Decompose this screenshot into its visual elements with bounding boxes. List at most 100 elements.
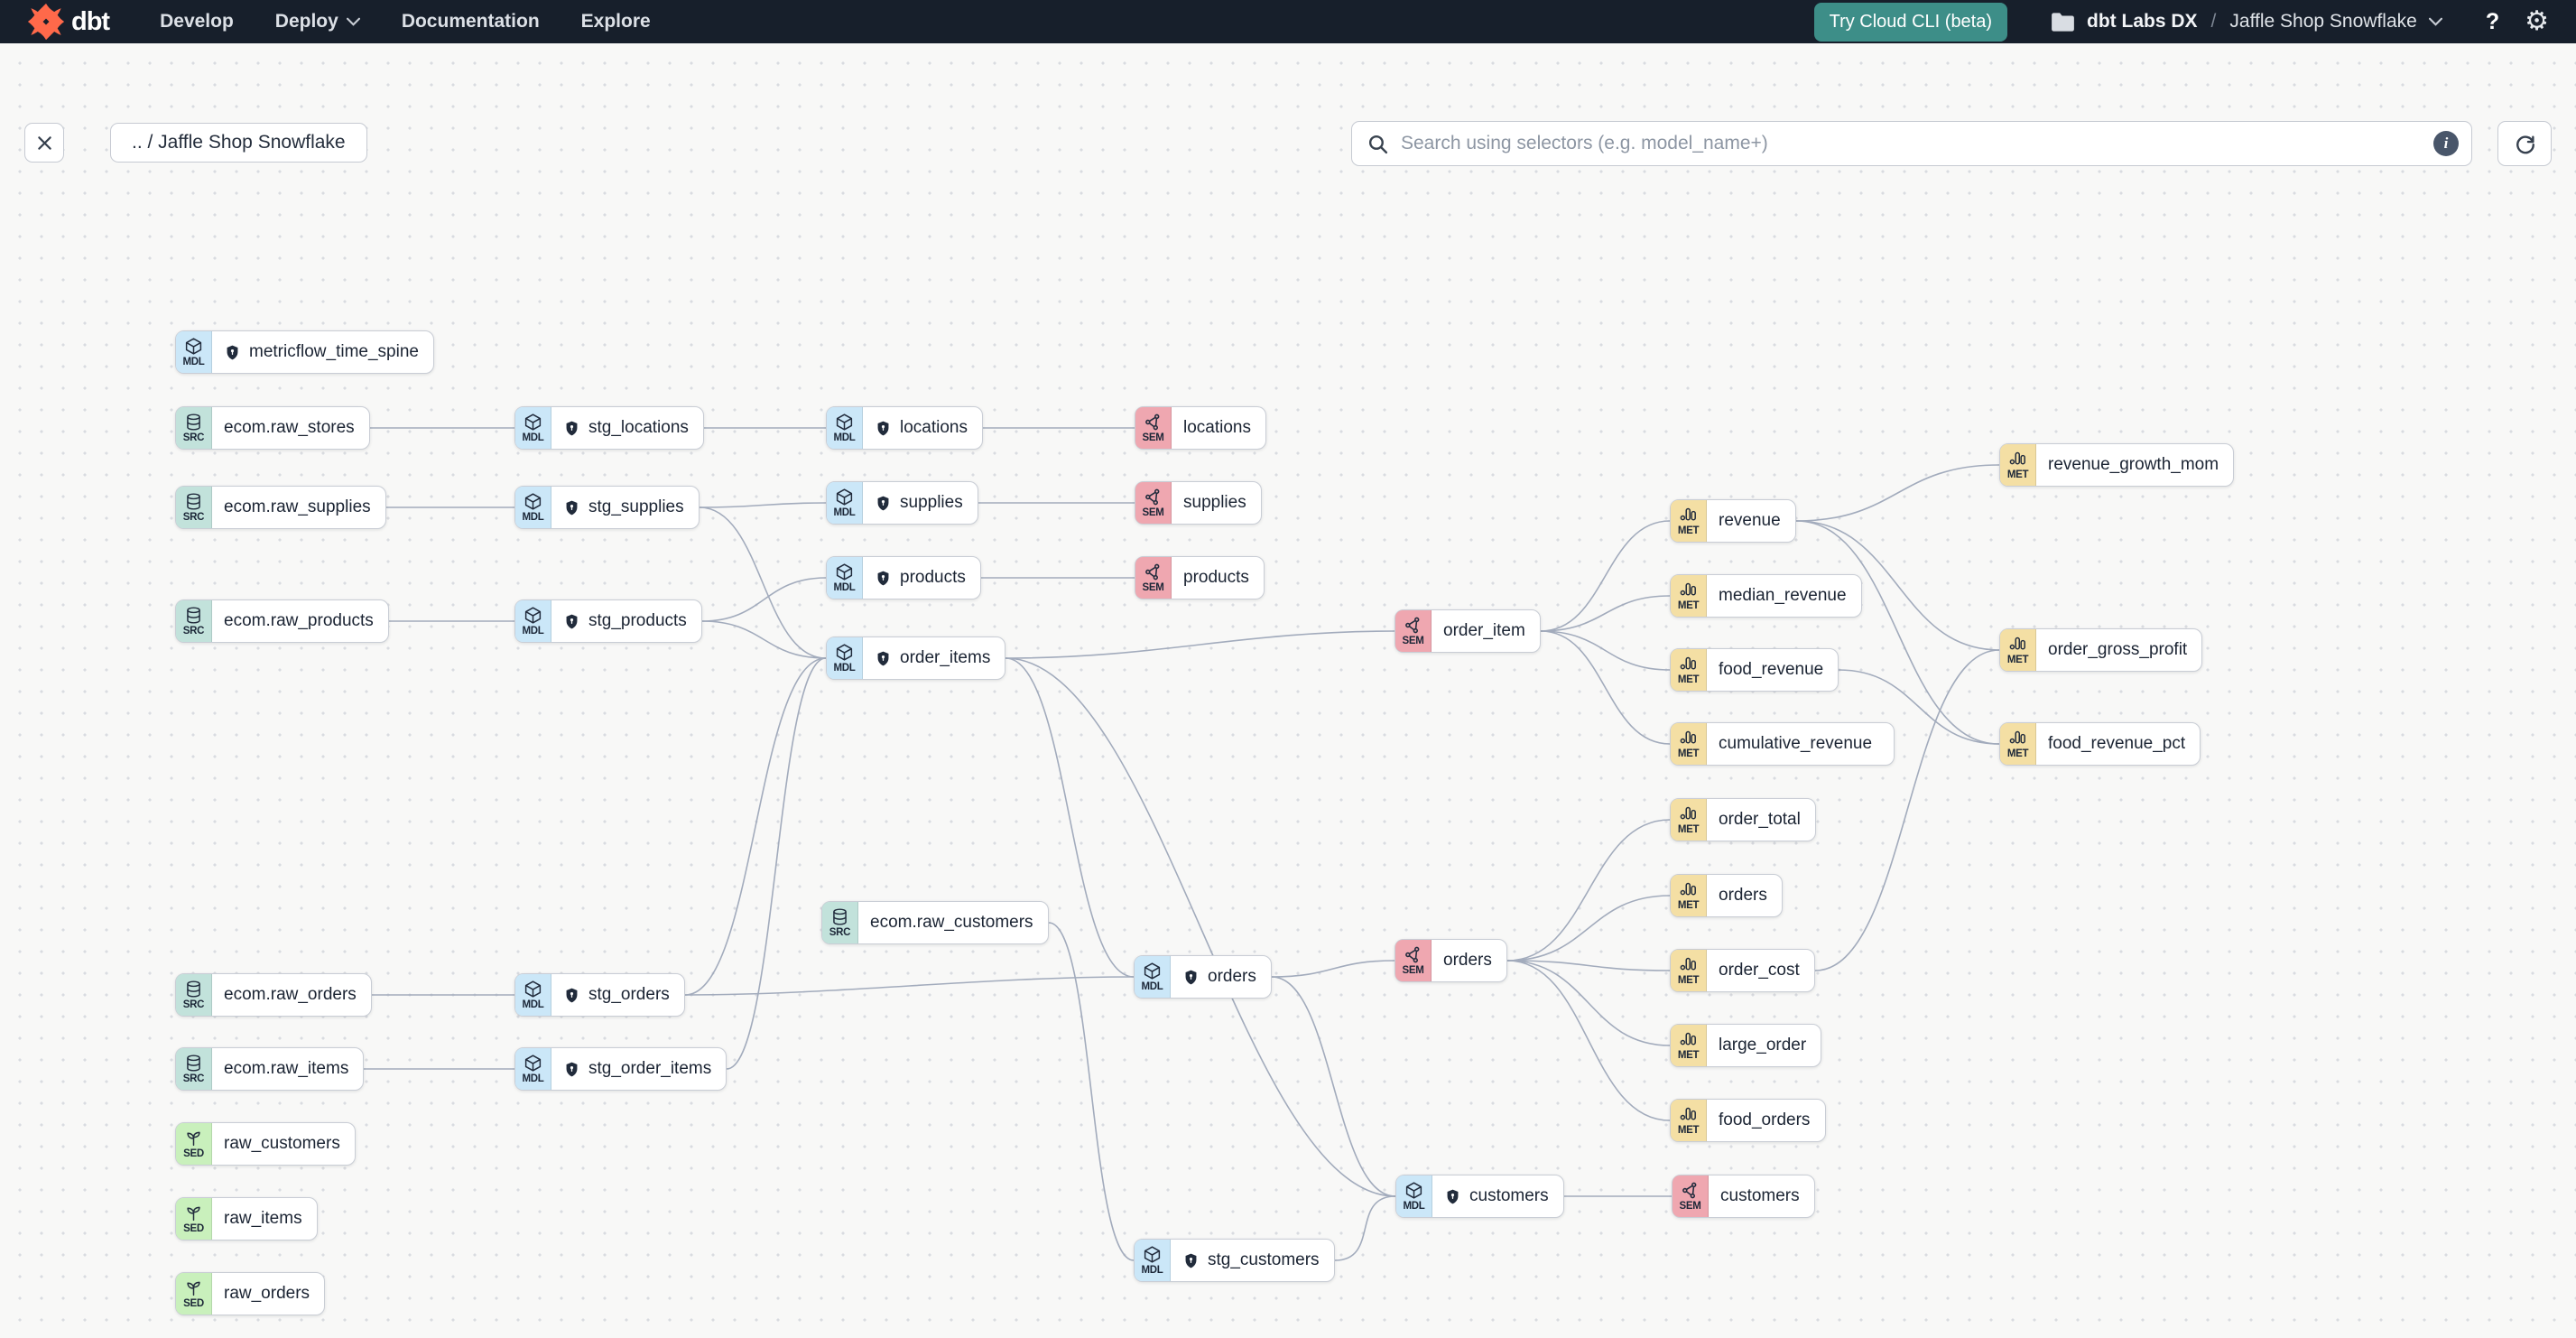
node-body: ecom.raw_supplies [212,487,385,528]
graph-node-customers_mdl[interactable]: MDL customers [1395,1175,1564,1218]
nav-item-explore[interactable]: Explore [580,11,651,32]
graph-node-sem_orders[interactable]: SEM orders [1395,939,1507,982]
node-body: order_cost [1707,950,1814,991]
graph-node-sem_locations[interactable]: SEM locations [1135,406,1266,450]
search-input[interactable] [1401,133,2422,154]
node-type-badge: MET [1671,500,1707,542]
help-icon[interactable]: ? [2485,8,2500,34]
graph-node-met_cumulative_revenue[interactable]: MET cumulative_revenue [1670,722,1895,766]
graph-node-stg_supplies[interactable]: MDL stg_supplies [514,486,700,529]
graph-node-stg_products[interactable]: MDL stg_products [514,599,702,643]
gear-icon[interactable]: ⚙ [2525,6,2549,36]
chevron-down-icon [2428,17,2442,26]
graph-node-sem_customers[interactable]: SEM customers [1672,1175,1815,1218]
graph-node-orders_mdl[interactable]: MDL orders [1134,955,1272,999]
graph-node-met_food_orders[interactable]: MET food_orders [1670,1099,1826,1142]
graph-node-sed_raw_customers[interactable]: SED raw_customers [175,1122,356,1166]
node-label: order_item [1443,621,1525,640]
info-icon[interactable]: i [2433,131,2459,156]
graph-node-sem_order_item[interactable]: SEM order_item [1395,609,1541,653]
edge-sem_order_item-met_cumulative_revenue [1540,630,1671,745]
graph-node-met_order_cost[interactable]: MET order_cost [1670,949,1815,992]
graph-node-sem_products[interactable]: SEM products [1135,556,1265,599]
search-bar[interactable]: i [1351,121,2472,166]
node-body: revenue_growth_mom [2036,444,2233,486]
dbt-logo[interactable]: dbt [27,3,110,41]
graph-node-src_raw_customers[interactable]: SRC ecom.raw_customers [821,901,1049,944]
node-label: stg_order_items [588,1059,712,1078]
graph-node-met_food_revenue[interactable]: MET food_revenue [1670,648,1839,692]
graph-node-stg_customers[interactable]: MDL stg_customers [1134,1239,1335,1282]
graph-node-products[interactable]: MDL products [826,556,981,599]
graph-node-sed_raw_items[interactable]: SED raw_items [175,1197,318,1240]
nav-item-deploy[interactable]: Deploy [275,11,360,33]
graph-node-src_raw_products[interactable]: SRC ecom.raw_products [175,599,389,643]
graph-node-met_order_gross_profit[interactable]: MET order_gross_profit [1999,628,2203,672]
node-label: raw_orders [224,1284,310,1303]
graph-node-met_median_revenue[interactable]: MET median_revenue [1670,574,1862,618]
model-cube-icon [524,980,542,998]
breadcrumb[interactable]: .. / Jaffle Shop Snowflake [110,123,367,163]
project-selector[interactable]: dbt Labs DX / Jaffle Shop Snowflake [2051,11,2442,33]
edge-sem_orders-met_order_cost [1506,960,1671,971]
edge-met_food_revenue-met_food_revenue_pct [1838,669,2000,745]
shield-icon [563,613,580,630]
graph-node-sem_supplies[interactable]: SEM supplies [1135,481,1262,525]
edge-sem_order_item-met_revenue [1540,520,1671,632]
model-cube-icon [185,338,202,355]
node-type-label: SRC [182,999,205,1010]
graph-node-met_order_total[interactable]: MET order_total [1670,798,1816,841]
node-body: raw_orders [212,1273,324,1315]
graph-node-met_food_revenue_pct[interactable]: MET food_revenue_pct [1999,722,2201,766]
graph-node-src_raw_items[interactable]: SRC ecom.raw_items [175,1047,365,1091]
node-body: stg_supplies [551,487,699,528]
shield-icon [563,499,580,516]
node-body: orders [1432,940,1506,981]
graph-node-stg_locations[interactable]: MDL stg_locations [514,406,704,450]
graph-node-supplies[interactable]: MDL supplies [826,481,978,525]
graph-node-locations[interactable]: MDL locations [826,406,983,450]
nav-item-develop[interactable]: Develop [160,11,234,32]
graph-node-met_revenue_growth_mom[interactable]: MET revenue_growth_mom [1999,443,2235,487]
graph-node-src_raw_stores[interactable]: SRC ecom.raw_stores [175,406,370,450]
node-type-badge: MDL [827,557,863,599]
node-type-badge: MDL [176,331,212,373]
node-body: stg_orders [551,974,684,1016]
node-type-label: SRC [182,625,205,636]
node-label: orders [1443,951,1492,970]
graph-node-stg_orders[interactable]: MDL stg_orders [514,973,685,1017]
node-type-badge: MET [1671,950,1707,991]
semantic-model-icon [1405,946,1420,963]
graph-node-sed_raw_orders[interactable]: SED raw_orders [175,1272,326,1315]
node-body: stg_products [551,600,701,642]
node-type-badge: SRC [822,902,858,943]
source-database-icon [187,980,200,998]
close-lineage-button[interactable] [24,123,64,163]
edge-orders_mdl-customers_mdl [1271,976,1396,1197]
node-body: median_revenue [1707,575,1861,617]
graph-node-src_raw_supplies[interactable]: SRC ecom.raw_supplies [175,486,386,529]
metric-bars-icon [1680,957,1696,971]
source-database-icon [187,493,200,510]
seed-sprout-icon [187,1281,200,1296]
node-type-badge: MDL [827,407,863,449]
node-label: ecom.raw_products [224,611,374,630]
shield-icon [563,420,580,437]
graph-node-met_large_order[interactable]: MET large_order [1670,1024,1822,1067]
graph-node-met_orders[interactable]: MET orders [1670,874,1783,917]
graph-node-stg_order_items[interactable]: MDL stg_order_items [514,1047,727,1091]
node-body: order_items [863,637,1005,679]
source-database-icon [187,413,200,431]
graph-node-mts[interactable]: MDL metricflow_time_spine [175,330,434,374]
refresh-button[interactable] [2497,121,2552,166]
node-label: orders [1719,886,1767,905]
graph-node-order_items[interactable]: MDL order_items [826,636,1006,680]
graph-node-src_raw_orders[interactable]: SRC ecom.raw_orders [175,973,372,1017]
node-body: metricflow_time_spine [212,331,433,373]
node-label: cumulative_revenue [1719,734,1873,753]
graph-node-met_revenue[interactable]: MET revenue [1670,499,1796,543]
try-cloud-cli-button[interactable]: Try Cloud CLI (beta) [1813,2,2008,42]
nav-item-documentation[interactable]: Documentation [401,11,540,32]
